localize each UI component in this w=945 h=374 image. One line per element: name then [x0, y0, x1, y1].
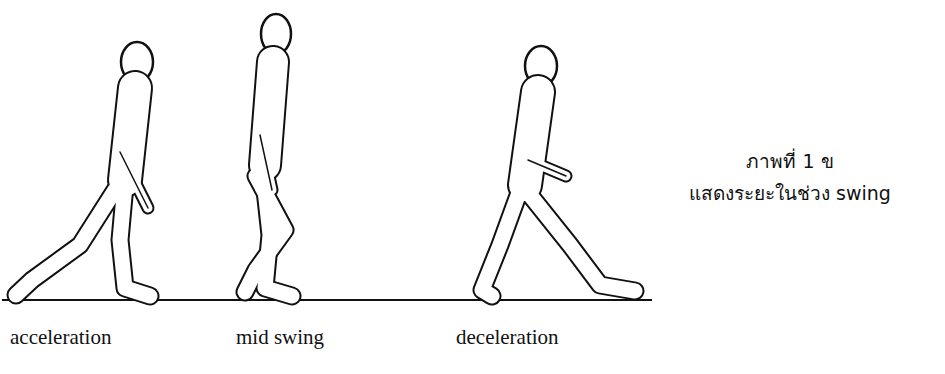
walking-figures	[16, 14, 635, 296]
phase-label: mid swing	[236, 325, 324, 350]
phase-label: acceleration	[10, 325, 111, 350]
figure-number: ภาพที่ 1 ข	[746, 150, 833, 173]
figure-caption: แสดงระยะในช่วง swing	[689, 182, 891, 205]
ground-line	[2, 299, 652, 301]
phase-label: deceleration	[456, 325, 559, 350]
